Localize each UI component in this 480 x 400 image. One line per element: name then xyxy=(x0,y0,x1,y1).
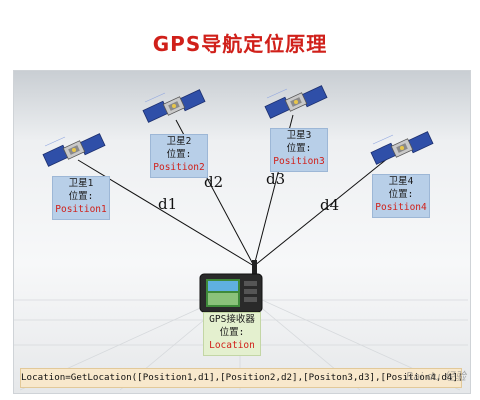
satellite-2-icon xyxy=(142,89,206,123)
satellite-2-label: 卫星2 位置: Position2 xyxy=(150,134,208,178)
satellite-3-label: 卫星3 位置: Position3 xyxy=(270,128,328,172)
receiver-label: GPS接收器 位置: Location xyxy=(203,312,261,356)
satellite-4-position: Position4 xyxy=(375,202,427,213)
satellite-1-name: 卫星1 xyxy=(68,178,94,189)
satellite-1-icon xyxy=(42,133,106,167)
satellite-1-position: Position1 xyxy=(55,204,107,215)
satellite-2-pos-label: 位置: xyxy=(166,149,192,160)
distance-lines xyxy=(77,114,399,267)
satellite-3-icon xyxy=(264,85,328,119)
receiver-name: GPS接收器 xyxy=(209,314,255,325)
satellite-4-name: 卫星4 xyxy=(388,176,414,187)
watermark: Bai du 经验 xyxy=(405,370,466,383)
satellite-1-label: 卫星1 位置: Position1 xyxy=(52,176,110,220)
distance-label-d3: d3 xyxy=(266,170,286,188)
satellite-3-position: Position3 xyxy=(273,156,325,167)
distance-label-d4: d4 xyxy=(320,196,340,214)
distance-line-d4 xyxy=(253,149,399,267)
receiver-position: Location xyxy=(209,340,255,351)
receiver-pos-label: 位置: xyxy=(219,327,245,338)
satellite-4-label: 卫星4 位置: Position4 xyxy=(372,174,430,218)
distance-label-d1: d1 xyxy=(158,195,178,213)
satellite-4-icon xyxy=(370,131,434,165)
satellite-3-pos-label: 位置: xyxy=(286,143,312,154)
distance-label-d2: d2 xyxy=(204,173,224,191)
diagram-title: GPS导航定位原理 xyxy=(152,32,328,56)
satellite-4-pos-label: 位置: xyxy=(388,189,414,200)
satellite-3-name: 卫星3 xyxy=(286,130,312,141)
location-formula: Location=GetLocation([Position1,d1],[Pos… xyxy=(20,368,462,388)
satellite-1-pos-label: 位置: xyxy=(68,191,94,202)
satellite-2-name: 卫星2 xyxy=(166,136,192,147)
satellite-2-position: Position2 xyxy=(153,162,205,173)
gps-receiver-icon xyxy=(199,260,263,313)
